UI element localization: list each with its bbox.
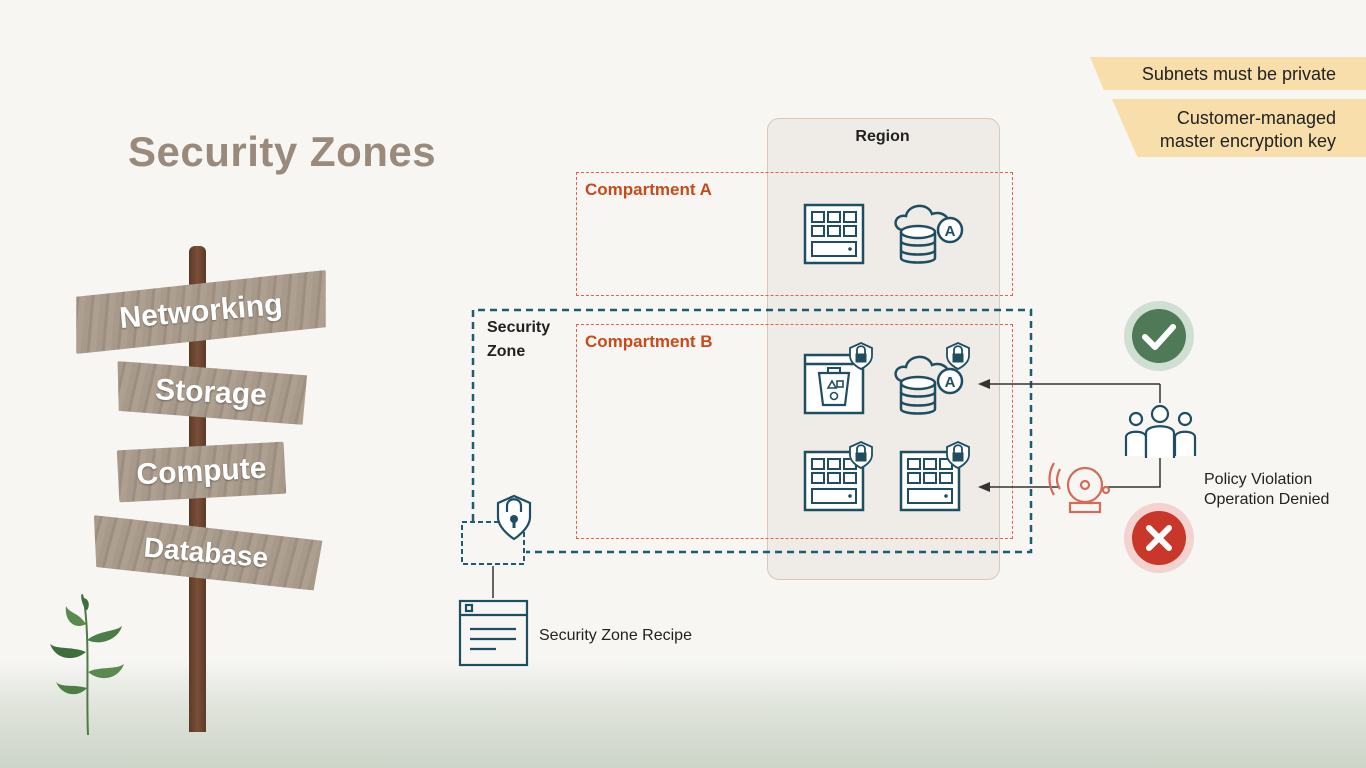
security-zone-lock-icon [496, 494, 532, 541]
compartment-b-label: Compartment B [585, 332, 713, 351]
users-to-alarm-connector [1108, 458, 1161, 488]
recipe-document-icon [458, 599, 529, 667]
security-zone-boundary [471, 308, 1033, 554]
requirement-tag-private-subnets: Subnets must be private [1090, 57, 1366, 90]
compartment-a-container [576, 172, 1013, 296]
padlock-icon-database [946, 342, 970, 370]
requirement-tag-encryption-key: Customer-managed master encryption key [1112, 99, 1366, 157]
region-label: Region [855, 128, 910, 145]
security-zone-recipe-label: Security Zone Recipe [539, 627, 692, 644]
compartment-a-label: Compartment A [585, 180, 712, 199]
slide-title: Security Zones [128, 128, 437, 175]
alarm-bell-icon [1048, 462, 1111, 514]
policy-violation-label: Policy Violation Operation Denied [1204, 470, 1329, 510]
autonomous-database-icon-a [894, 204, 964, 264]
ground-landscape [0, 660, 1366, 768]
denied-arrowhead [978, 482, 990, 492]
allowed-arrowhead [978, 379, 990, 389]
users-group-icon [1124, 404, 1197, 458]
requirement-tag-encryption-text: Customer-managed master encryption key [1159, 108, 1336, 151]
compute-instance-icon-a [803, 203, 865, 265]
allowed-check-badge [1124, 301, 1194, 371]
zone-lock-frame [461, 521, 525, 565]
denied-x-badge [1124, 503, 1194, 573]
security-zone-label: Security Zone [487, 319, 551, 360]
policy-violation-text: Policy Violation Operation Denied [1204, 471, 1330, 508]
compartment-b-container [576, 324, 1013, 539]
check-icon [1142, 324, 1176, 350]
x-icon [1146, 525, 1172, 551]
plant-illustration [50, 593, 124, 736]
